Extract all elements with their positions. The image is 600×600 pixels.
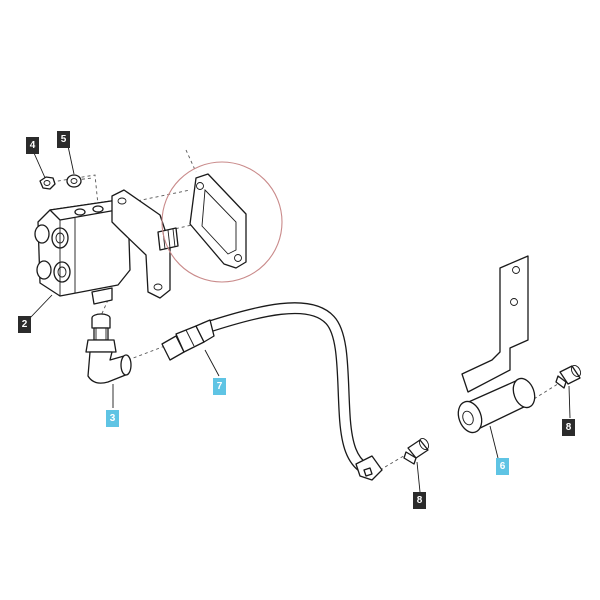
part-4-nut bbox=[39, 176, 56, 190]
leader-lines bbox=[29, 145, 571, 493]
callout-4[interactable]: 4 bbox=[26, 137, 39, 154]
callout-2[interactable]: 2 bbox=[18, 316, 31, 333]
part-8-fitting-left bbox=[403, 437, 430, 465]
callout-6[interactable]: 6 bbox=[496, 458, 509, 475]
part-7-hydraulic-hose bbox=[161, 302, 383, 481]
gasket-detail-circle bbox=[161, 161, 283, 283]
part-5-washer bbox=[66, 174, 82, 188]
callout-7[interactable]: 7 bbox=[213, 378, 226, 395]
part-6-bracket bbox=[457, 255, 536, 434]
callout-8-right[interactable]: 8 bbox=[562, 419, 575, 436]
callout-3[interactable]: 3 bbox=[106, 410, 119, 427]
callout-8-left[interactable]: 8 bbox=[413, 492, 426, 509]
part-8-fitting-right bbox=[555, 364, 582, 389]
part-3-elbow-fitting bbox=[85, 313, 132, 384]
callout-5[interactable]: 5 bbox=[57, 131, 70, 148]
part-2-hydraulic-pump bbox=[34, 189, 179, 305]
